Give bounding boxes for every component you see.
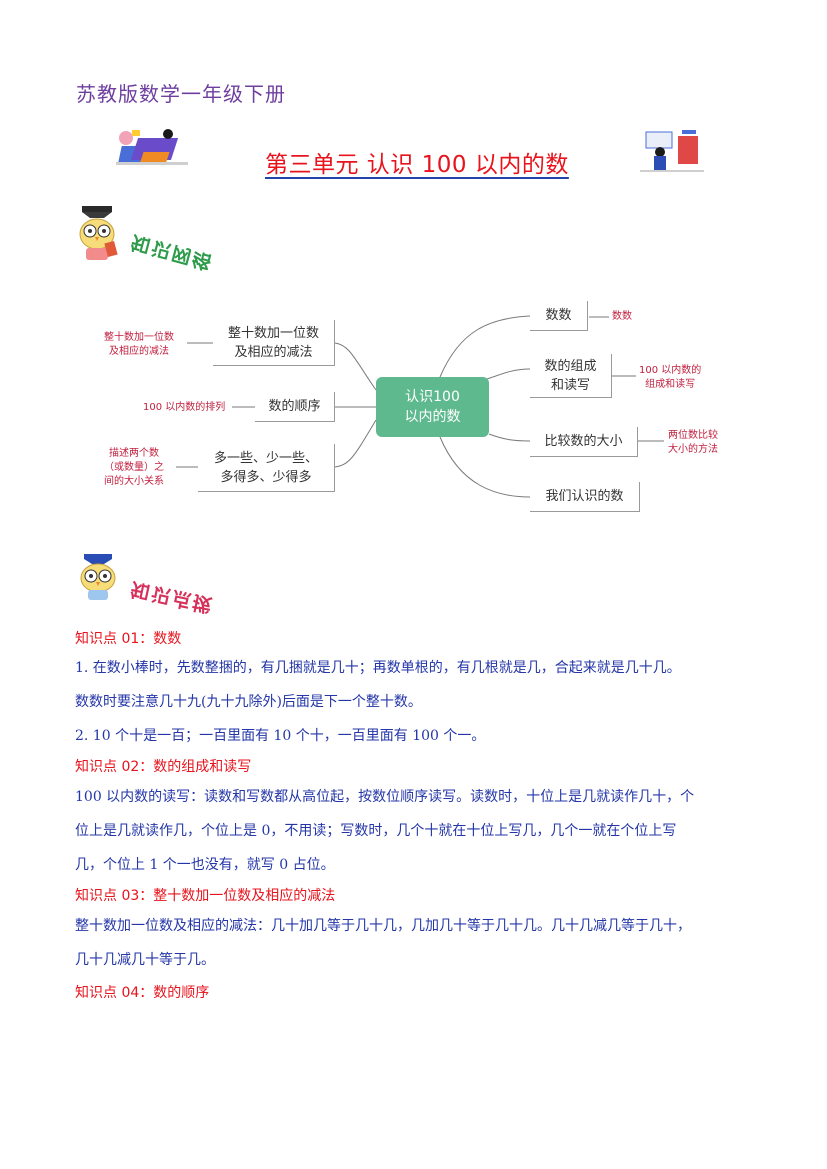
mindmap-center-node: 认识100 以内的数: [376, 377, 489, 437]
knowledge-point-heading: 知识点 01：数数: [75, 631, 182, 647]
text-line: 2. 10 个十是一百；一百里面有 10 个十，一百里面有 100 个一。: [75, 728, 486, 744]
mindmap-note-counting: 数数: [612, 311, 632, 322]
text-line: 100 以内数的读写：读数和写数都从高位起，按数位顺序读写。读数时，十位上是几就…: [75, 789, 695, 805]
knowledge-point-heading: 知识点 04：数的顺序: [75, 985, 210, 1001]
mindmap-note-compare: 两位数比较 大小的方法: [668, 430, 718, 455]
mindmap-node-compare: 比较数的大小: [530, 427, 638, 457]
knowledge-point-heading: 知识点 03：整十数加一位数及相应的减法: [75, 888, 336, 904]
text-line: 数数时要注意几十九(九十九除外)后面是下一个整十数。: [75, 694, 422, 710]
mindmap-node-tens-plus-ones: 整十数加一位数 及相应的减法: [213, 320, 335, 366]
knowledge-point-body: 100 以内数的读写：读数和写数都从高位起，按数位顺序读写。读数时，十位上是几就…: [75, 780, 755, 882]
text-line: 位上是几就读作几，个位上是 0，不用读；写数时，几个十就在十位上写几，几个一就在…: [75, 823, 677, 839]
mindmap-node-number-order: 数的顺序: [255, 392, 335, 422]
knowledge-point-body: 整十数加一位数及相应的减法：几十加几等于几十几，几加几十等于几十几。几十几减几等…: [75, 909, 755, 977]
mindmap-node-more-less: 多一些、少一些、 多得多、少得多: [198, 444, 335, 492]
owl-teacher-icon: [79, 206, 118, 260]
knowledge-point-heading: 知识点 02：数的组成和读写: [75, 759, 252, 775]
mindmap-node-known-numbers: 我们认识的数: [530, 482, 640, 512]
mindmap-connectors: [176, 315, 664, 498]
text-line: 几十几减几十等于几。: [75, 952, 215, 968]
mindmap-note-more-less: 描述两个数 （或数量）之 间的大小关系: [104, 448, 164, 487]
banner-knowledge-points: 知识点拨: [128, 577, 216, 617]
mindmap-note-tens-plus-ones: 整十数加一位数 及相应的减法: [104, 332, 174, 357]
mindmap-node-counting: 数数: [530, 301, 588, 331]
mindmap-note-composition: 100 以内数的 组成和读写: [639, 365, 702, 390]
owl-teacher-icon: [80, 554, 116, 600]
decorative-illustration-right: [640, 130, 704, 172]
text-line: 1. 在数小棒时，先数整捆的，有几捆就是几十；再数单根的，有几根就是几，合起来就…: [75, 660, 681, 676]
mindmap-note-number-order: 100 以内数的排列: [143, 402, 226, 413]
text-line: 整十数加一位数及相应的减法：几十加几等于几十几，几加几十等于几十几。几十几减几等…: [75, 918, 691, 934]
mindmap-node-composition: 数的组成 和读写: [530, 354, 612, 398]
subject-title: 苏教版数学一年级下册: [76, 82, 286, 106]
text-line: 几，个位上 1 个一也没有，就写 0 占位。: [75, 857, 335, 873]
unit-title: 第三单元 认识 100 以内的数: [265, 152, 569, 178]
decorative-illustration-left: [116, 129, 188, 165]
knowledge-point-body: 1. 在数小棒时，先数整捆的，有几捆就是几十；再数单根的，有几根就是几，合起来就…: [75, 651, 755, 753]
